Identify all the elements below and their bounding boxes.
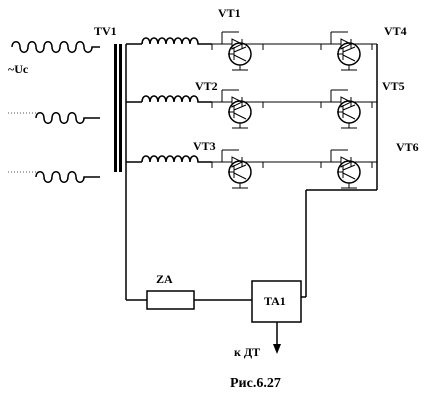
tv1-label: TV1 — [94, 24, 117, 38]
vt4-label: VT4 — [384, 24, 407, 38]
vt3-label: VT3 — [193, 139, 216, 153]
transistor-vt2 — [211, 89, 264, 129]
secondary-coil-2 — [141, 95, 212, 103]
vt5-label: VT5 — [382, 79, 405, 93]
secondary-wiring — [125, 37, 378, 354]
vt2-label: VT2 — [195, 79, 218, 93]
ta1-label: TA1 — [264, 294, 286, 308]
transistor-vt5 — [263, 89, 377, 129]
primary-coil-bottom — [35, 171, 100, 183]
transistor-vt1 — [211, 31, 264, 71]
ta1-block — [251, 280, 302, 323]
vt6-label: VT6 — [396, 140, 419, 154]
vt1-label: VT1 — [218, 6, 241, 20]
primary-coil-top — [11, 41, 100, 53]
figure-caption: Рис.6.27 — [230, 376, 281, 391]
transistor-vt3 — [211, 149, 264, 189]
secondary-coil-1 — [141, 37, 212, 45]
transistor-vt4 — [263, 31, 377, 71]
secondary-coil-3 — [141, 155, 212, 163]
transformer-core — [114, 44, 122, 172]
za-resistor — [146, 290, 195, 310]
to-dt-label: к ДТ — [234, 345, 260, 359]
primary-windings — [8, 41, 100, 183]
transistor-vt6 — [263, 149, 377, 189]
source-label: ~Uc — [8, 62, 29, 76]
za-label: ZA — [156, 272, 173, 286]
primary-coil-middle — [35, 112, 100, 124]
